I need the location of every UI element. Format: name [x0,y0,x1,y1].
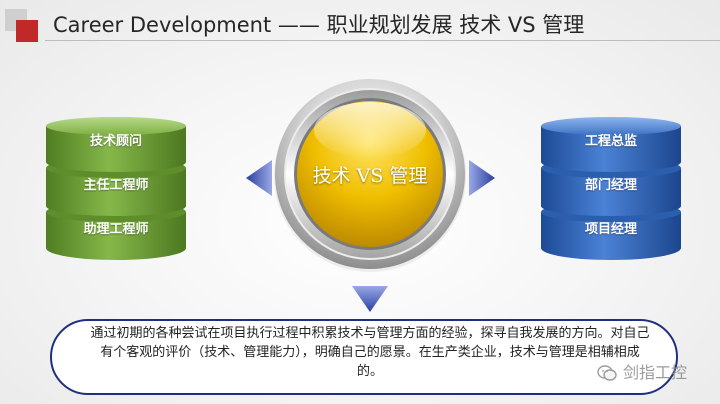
description-box [50,319,678,395]
management-tier-1-label: 工程总监 [584,134,637,149]
right-arrow-icon [469,160,495,196]
center-emblem [272,76,468,272]
center-label: 技术 VS 管理 [312,165,428,187]
management-tier-2-label: 部门经理 [584,178,637,193]
management-tier-3-label: 项目经理 [584,222,637,237]
watermark: 剑指工控 [597,362,687,384]
watermark-text: 剑指工控 [623,363,688,382]
management-track-stack: 工程总监 部门经理 项目经理 [540,116,682,262]
technical-tier-2-label: 主任工程师 [83,178,149,193]
technical-tier-1-label: 技术顾问 [89,134,142,149]
blue-cylinder-stack-graphic [541,117,681,260]
slide-title: Career Development —— 职业规划发展 技术 VS 管理 [53,13,585,37]
description-text: 通过初期的各种尝试在项目执行过程中积累技术与管理方面的经验，探寻自我发展的方向。… [90,326,650,379]
green-cylinder-stack-graphic [46,117,186,260]
down-arrow-icon [352,286,388,312]
technical-track-stack: 技术顾问 主任工程师 助理工程师 [45,116,187,262]
title-underline [45,40,720,41]
technical-tier-3-label: 助理工程师 [83,222,149,237]
wechat-icon [597,365,617,381]
left-arrow-icon [246,160,272,196]
center-emblem-graphic [274,79,466,272]
title-decoration-red-square [16,20,38,42]
